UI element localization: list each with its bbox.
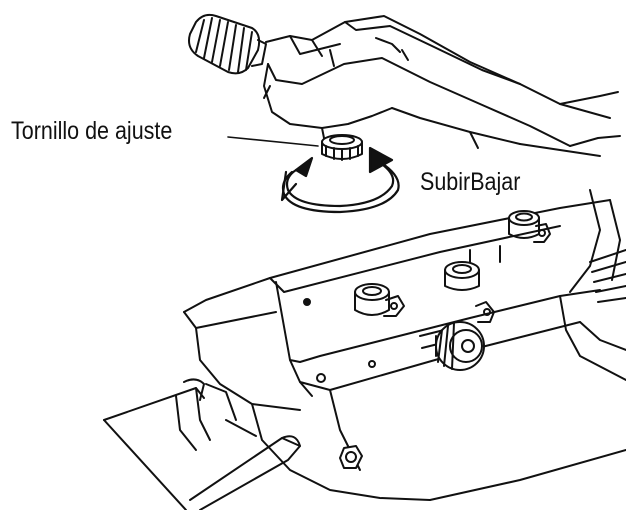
front-knob xyxy=(419,321,485,371)
adjustment-screw xyxy=(227,134,400,214)
machine-bed xyxy=(183,189,626,501)
pivot-screw-icon xyxy=(354,210,551,323)
callout-leader-line xyxy=(227,136,319,147)
small-screw xyxy=(339,445,363,469)
rotation-arrow-icon xyxy=(280,146,400,214)
callout-adjustment-screw: Tornillo de ajuste xyxy=(11,117,173,145)
callout-raise-lower: SubirBajar xyxy=(420,168,521,196)
arm-knob xyxy=(188,13,267,75)
upper-arm xyxy=(188,13,621,157)
carry-handle xyxy=(103,378,301,510)
adjustment-knob-icon xyxy=(321,134,363,161)
